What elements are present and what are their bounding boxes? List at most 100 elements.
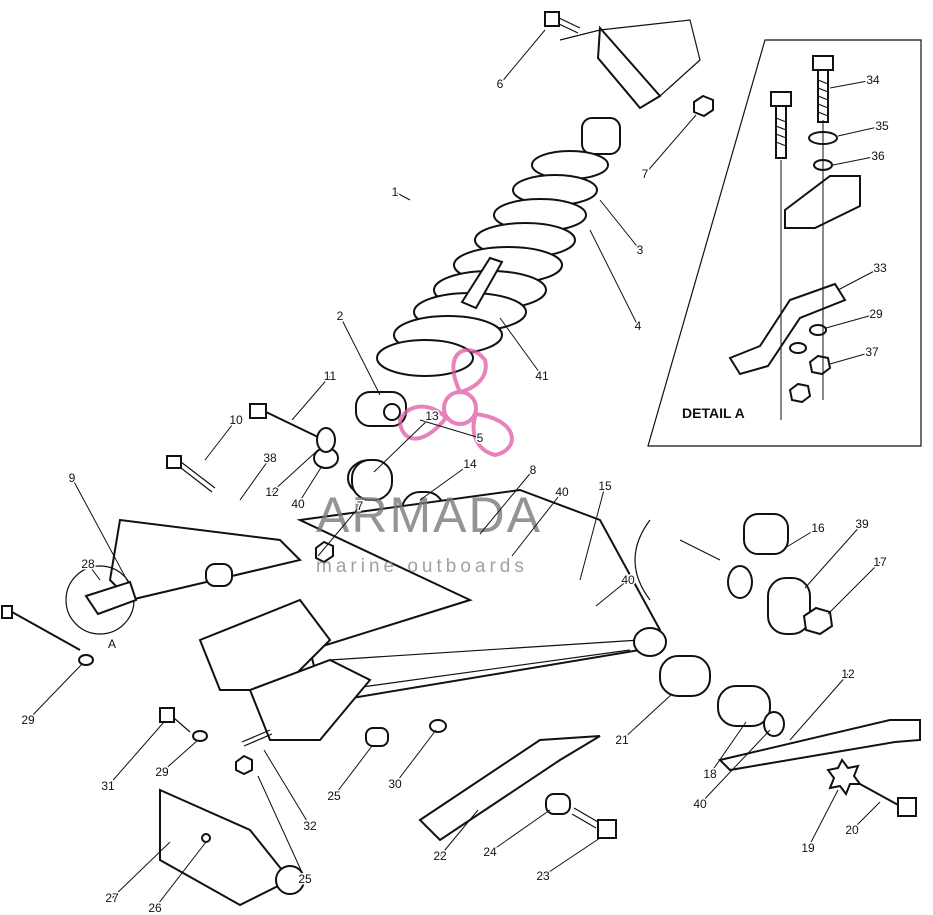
bolt-31 <box>159 707 208 742</box>
callout-27: 27 <box>105 891 119 905</box>
leader-line-11 <box>291 375 331 421</box>
callout-18: 18 <box>703 767 717 781</box>
shock-spring-clip <box>460 256 504 310</box>
callout-31: 31 <box>101 779 115 793</box>
detail-bolt-left <box>770 91 792 159</box>
callout-7b: 7 <box>357 499 364 513</box>
callout-40a: 40 <box>291 497 305 511</box>
bolt-11 <box>249 403 336 453</box>
bracket-12 <box>718 719 921 772</box>
callout-24: 24 <box>483 845 497 859</box>
leader-line-30 <box>394 729 437 785</box>
callout-35: 35 <box>875 119 889 133</box>
leader-line-6 <box>499 29 546 85</box>
callout-1: 1 <box>392 185 399 199</box>
star-washer-19 <box>826 758 862 797</box>
leader-line-37 <box>829 351 873 365</box>
callout-29b: 29 <box>155 765 169 779</box>
callout-40d: 40 <box>693 797 707 811</box>
callout-21: 21 <box>615 733 629 747</box>
detail-washer-lower <box>789 342 807 354</box>
callout-7a: 7 <box>642 167 649 181</box>
leader-line-18 <box>709 721 747 775</box>
callout-20: 20 <box>845 823 859 837</box>
leader-line-16 <box>784 527 819 549</box>
callout-30: 30 <box>388 777 402 791</box>
detail-strap-33 <box>728 282 847 376</box>
leader-line-4 <box>589 229 639 327</box>
watermark-tagline: marine outboards <box>316 556 528 577</box>
callout-29c: 29 <box>869 307 883 321</box>
leader-line-17 <box>827 561 881 615</box>
callout-40c: 40 <box>621 573 635 587</box>
watermark-logo <box>397 348 514 458</box>
leader-line-28 <box>87 563 101 581</box>
callout-16: 16 <box>811 521 825 535</box>
leader-line-12a <box>271 449 319 493</box>
leader-line-2 <box>339 315 381 396</box>
callout-4: 4 <box>635 319 642 333</box>
leader-line-12b <box>789 673 849 741</box>
leader-line-9 <box>71 477 129 583</box>
callout-34: 34 <box>866 73 880 87</box>
bushing-38 <box>205 563 233 587</box>
spacer-21 <box>659 655 711 697</box>
leader-line-36 <box>832 155 879 166</box>
leader-line-7b <box>317 505 361 557</box>
leader-line-31 <box>107 721 165 787</box>
leader-line-13 <box>373 415 433 473</box>
nut-17 <box>802 606 834 636</box>
leader-line-40d <box>699 729 771 805</box>
leader-line-40a <box>297 465 323 505</box>
callout-8: 8 <box>530 463 537 477</box>
skid-plate-22 <box>418 735 601 842</box>
spacer-18 <box>717 685 771 727</box>
leader-line-33 <box>837 267 881 291</box>
leader-line-25b <box>257 775 306 880</box>
detail-a-marker: A <box>65 565 138 651</box>
bushing-25 <box>365 727 389 747</box>
bolt-28 <box>1 605 94 666</box>
leader-line-27 <box>111 841 171 899</box>
bumper-39 <box>767 577 811 635</box>
detail-bolt-34 <box>812 55 834 123</box>
washer-29a <box>78 654 94 666</box>
leader-line-8 <box>479 469 534 535</box>
callout-28: 28 <box>81 557 95 571</box>
leader-line-29a <box>27 663 83 721</box>
callout-15: 15 <box>598 479 612 493</box>
callout-40b: 40 <box>555 485 569 499</box>
leader-line-24 <box>489 809 551 853</box>
leader-line-29b <box>161 739 199 773</box>
leader-line-5 <box>419 419 481 439</box>
leader-line-1 <box>394 191 411 201</box>
shock-upper-mount <box>596 25 662 110</box>
callout-26: 26 <box>148 901 162 915</box>
bolt-20 <box>859 783 917 817</box>
leader-line-25a <box>333 745 373 797</box>
leader-line-20 <box>851 801 881 831</box>
detail-a-inset <box>647 39 922 447</box>
shock-upper-bushing <box>581 117 621 155</box>
cross-tube <box>159 788 305 907</box>
callout-labels: 1234567789101112121314151617181920212223… <box>20 72 891 915</box>
leader-lines <box>27 29 883 909</box>
leader-line-14 <box>419 463 471 501</box>
detail-lockwasher-29 <box>809 324 827 336</box>
leader-line-19 <box>807 789 839 849</box>
leader-line-10 <box>204 419 237 461</box>
watermark-brand: ARMADA <box>316 487 542 543</box>
callout-25a: 25 <box>327 789 341 803</box>
callout-38: 38 <box>263 451 277 465</box>
detail-a-marker-label: A <box>108 637 116 651</box>
callout-5: 5 <box>477 431 484 445</box>
callout-39: 39 <box>855 517 869 531</box>
callout-2: 2 <box>337 309 344 323</box>
leader-line-7a <box>644 114 697 175</box>
leader-line-35 <box>837 125 883 137</box>
bolt-32 <box>235 729 273 776</box>
leader-line-3 <box>599 199 641 251</box>
nut-7-lower <box>315 540 334 564</box>
callout-6: 6 <box>497 77 504 91</box>
detail-a-title: DETAIL A <box>682 405 745 421</box>
